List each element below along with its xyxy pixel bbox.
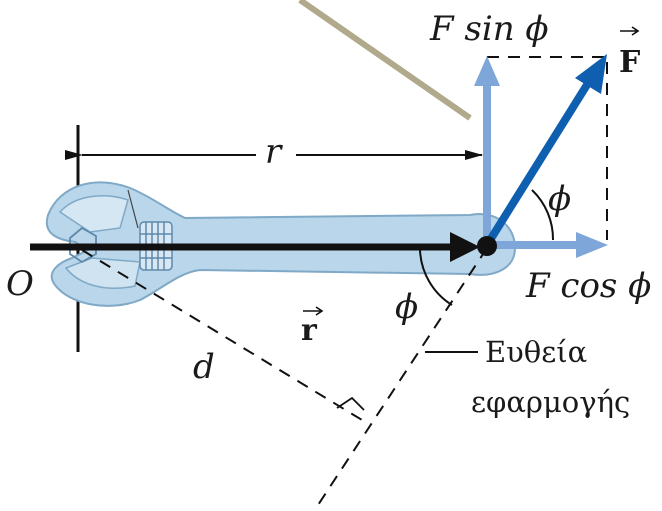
label-f-sin-phi: F sin ϕ — [429, 9, 549, 49]
phi-arc-bottom — [419, 249, 453, 306]
wrench-slot-line — [127, 189, 139, 229]
label-phi-top: ϕ — [548, 179, 571, 219]
label-origin: O — [6, 264, 34, 304]
svg-text:r: r — [301, 313, 318, 348]
handle-rod — [298, 0, 472, 121]
force-vector-f — [483, 77, 594, 248]
right-angle-marker — [336, 396, 365, 411]
f-cos-arrowhead — [576, 232, 608, 258]
wrench-bolt — [69, 226, 97, 264]
label-line-of-action-2: εφαρμογής — [471, 385, 630, 419]
svg-text:F: F — [619, 45, 640, 80]
wrench-lower-jaw — [64, 257, 141, 289]
pivot-point — [477, 236, 497, 256]
label-r-vector: r — [301, 306, 324, 348]
label-r-length: r — [265, 132, 283, 172]
label-d: d — [193, 347, 215, 387]
line-of-action — [317, 247, 488, 506]
label-line-of-action-1: Ευθεία — [485, 335, 587, 369]
phi-arc-top — [531, 189, 555, 241]
force-vector-arrowhead — [575, 54, 607, 94]
position-vector-arrowhead — [450, 232, 480, 262]
wrench-jaw-highlight — [58, 195, 129, 233]
lever-arm-d-line — [81, 249, 363, 421]
construction-lines — [81, 56, 608, 506]
label-phi-bottom: ϕ — [395, 287, 418, 327]
f-sin-arrowhead — [474, 56, 500, 86]
label-f-vector: F — [619, 26, 640, 80]
label-f-cos-phi: F cos ϕ — [525, 266, 651, 306]
